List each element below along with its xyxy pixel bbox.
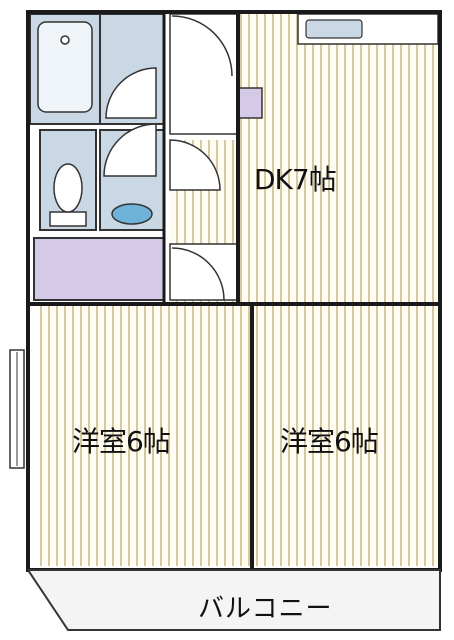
dk-floor xyxy=(238,14,438,302)
western-room-left-label: 洋室6帖 xyxy=(72,425,171,458)
sink-basin xyxy=(111,203,153,225)
small-storage xyxy=(237,87,263,119)
hallway-door-swing-upper xyxy=(171,15,233,77)
storage-closet xyxy=(33,237,165,301)
bathtub xyxy=(37,21,93,113)
balcony-label: バルコニー xyxy=(198,594,333,624)
drain-icon xyxy=(60,35,70,45)
vanity-door-swing xyxy=(103,123,157,177)
toilet-bowl xyxy=(53,163,83,213)
balcony xyxy=(26,569,441,631)
western-room-left-floor xyxy=(40,306,250,566)
dk-door-swing xyxy=(169,139,221,191)
hallway-lower xyxy=(169,243,239,301)
western-room-right-floor xyxy=(254,306,438,566)
hallway-upper xyxy=(169,13,239,135)
dk-room-label: DK7帖 xyxy=(254,163,337,196)
kitchen-sink xyxy=(305,19,363,39)
western-room-right-label: 洋室6帖 xyxy=(280,425,379,458)
toilet-tank xyxy=(49,211,87,227)
washroom-door-swing xyxy=(105,67,157,119)
hallway-door-swing-lower xyxy=(171,247,225,301)
